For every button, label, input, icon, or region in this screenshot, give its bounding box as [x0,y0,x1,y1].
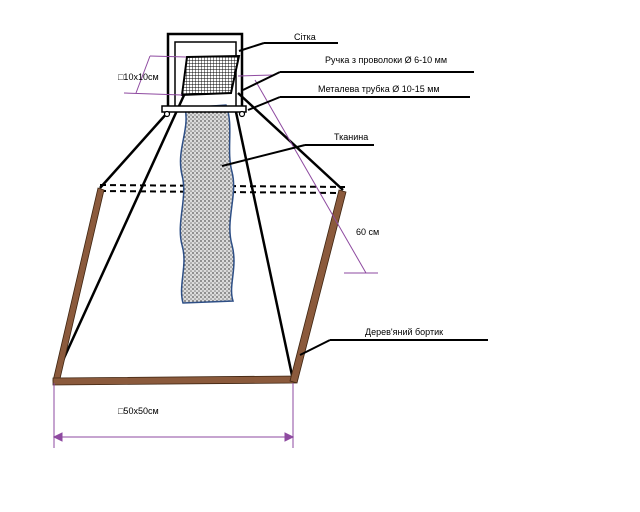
fabric-sleeve [179,104,235,304]
wire-handle-inner [174,41,237,112]
back-left-edge [99,111,169,189]
label-fabric: Тканина [334,132,368,142]
metal-tube [161,105,247,113]
front-right-edge [234,111,295,381]
label-tube: Металева трубка Ø 10-15 мм [318,84,440,94]
dimension-lines [52,55,378,448]
label-wooden-rim: Дерев'яний бортик [365,327,443,337]
label-handle: Ручка з проволоки Ø 6-10 мм [325,55,447,65]
wooden-rim [52,187,347,386]
label-mesh: Сітка [294,32,316,42]
label-base-size: □50х50см [118,406,159,416]
label-top-size: □10х10см [118,72,159,82]
wire-handle [166,32,244,112]
mesh-panel [180,54,241,97]
tube-end-right [238,110,246,118]
front-left-edge [52,92,187,381]
label-side-length: 60 см [356,227,379,237]
tube-end-left [163,110,171,118]
leader-lines [221,42,488,356]
